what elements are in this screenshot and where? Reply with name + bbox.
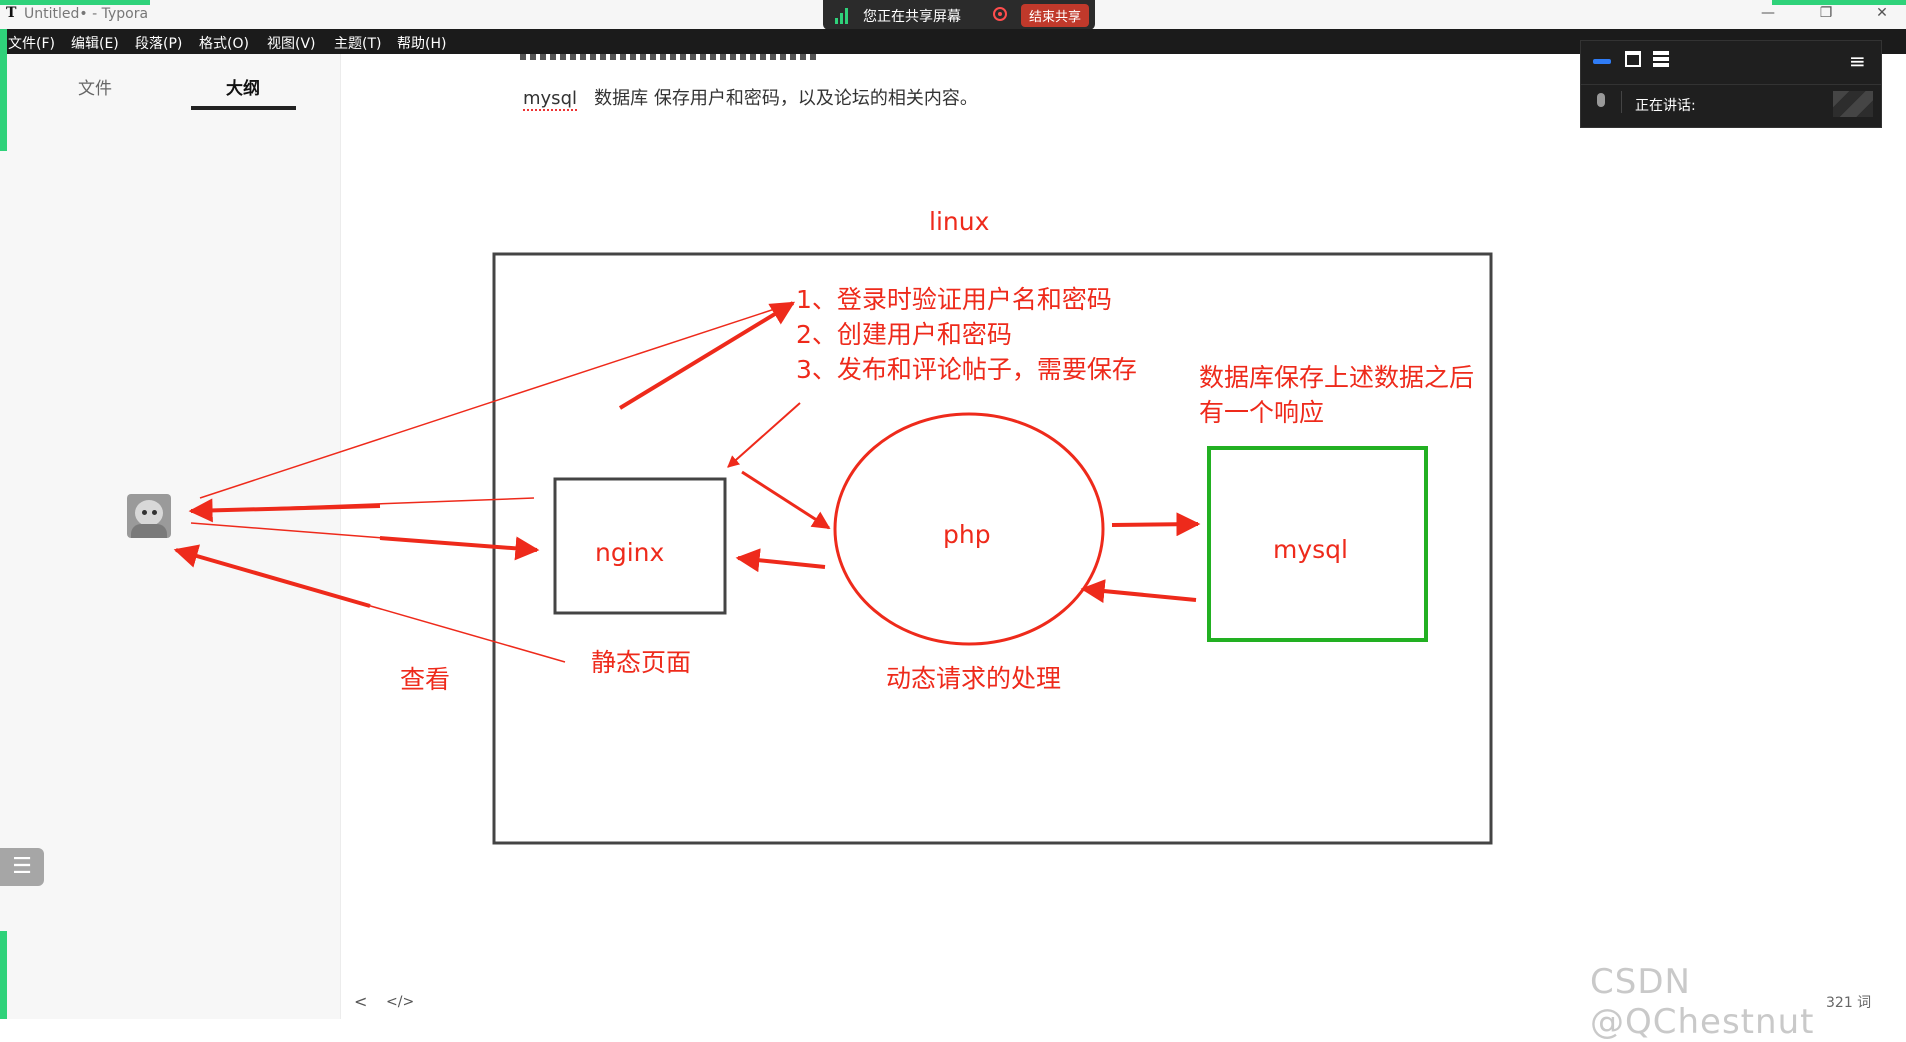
minimize-button[interactable]: — <box>1761 5 1775 21</box>
meeting-panel: ≡ 正在讲话: <box>1580 40 1882 128</box>
php-ellipse <box>833 412 1105 646</box>
typora-logo-icon: T <box>6 5 17 21</box>
mysql-keyword: mysql <box>523 88 577 111</box>
source-code-toggle[interactable]: </> <box>386 994 415 1010</box>
user-avatar <box>127 494 171 538</box>
arrow-php-to-nginx <box>735 548 826 573</box>
accent-strip <box>0 0 150 5</box>
arrow-mysql-to-php <box>1080 579 1197 604</box>
word-count[interactable]: 321 词 <box>1826 995 1872 1011</box>
arrow-nginx-to-php <box>741 470 831 530</box>
arrow-to-steps <box>618 301 796 410</box>
nginx-label: nginx <box>595 538 664 567</box>
divider <box>1621 91 1622 113</box>
end-sharing-button[interactable]: 结束共享 <box>1021 4 1090 27</box>
architecture-diagram: linux 1、登录时验证用户名和密码 2、创建用户和密码 3、发布和评论帖子，… <box>173 207 1493 845</box>
step-3-text: 3、发布和评论帖子，需要保存 <box>796 355 1137 384</box>
screen-share-bar: 您正在共享屏幕 结束共享 <box>823 0 1095 30</box>
db-note-line-1: 数据库保存上述数据之后 <box>1199 363 1474 392</box>
accent-strip <box>0 931 7 1019</box>
clipped-text-line <box>520 54 820 60</box>
php-label: php <box>943 520 991 549</box>
arrow-php-to-mysql <box>1111 512 1201 537</box>
editor-paragraph[interactable]: mysql 数据库 保存用户和密码，以及论坛的相关内容。 <box>523 84 978 111</box>
maximize-button[interactable]: ❐ <box>1819 5 1833 21</box>
mysql-description: 数据库 保存用户和密码，以及论坛的相关内容。 <box>594 88 978 109</box>
step-1-text: 1、登录时验证用户名和密码 <box>796 285 1112 314</box>
accent-strip <box>1772 0 1906 5</box>
db-note-line-2: 有一个响应 <box>1199 398 1324 427</box>
mysql-label: mysql <box>1273 535 1348 564</box>
list-layout-icon[interactable] <box>1653 51 1669 67</box>
speaker-avatar-icon <box>1833 91 1873 117</box>
accent-strip <box>0 29 7 151</box>
window-layout-icon[interactable] <box>1625 51 1641 67</box>
arrow-steps-to-nginx <box>727 402 801 468</box>
user-to-steps-thin <box>199 302 794 499</box>
static-page-label: 静态页面 <box>591 648 691 677</box>
arrow-nginx-to-user <box>188 498 381 523</box>
outline-toggle-button[interactable]: ☰ <box>0 848 44 886</box>
tab-outline[interactable]: 大纲 <box>226 79 260 99</box>
tab-files[interactable]: 文件 <box>78 79 112 99</box>
menu-edit[interactable]: 编辑(E) <box>71 36 119 52</box>
nginx-box <box>553 477 727 615</box>
menu-help[interactable]: 帮助(H) <box>397 36 447 52</box>
mysql-box <box>1207 446 1428 642</box>
back-button[interactable]: < <box>354 992 368 1011</box>
sharing-status-text: 您正在共享屏幕 <box>863 9 961 25</box>
arrow-user-to-nginx <box>379 536 540 561</box>
step-2-text: 2、创建用户和密码 <box>796 320 1012 349</box>
menu-theme[interactable]: 主题(T) <box>334 36 382 52</box>
record-icon <box>993 7 1007 21</box>
view-label: 查看 <box>400 665 450 694</box>
active-tab-indicator <box>191 106 296 110</box>
speaking-label: 正在讲话: <box>1635 98 1696 114</box>
microphone-icon <box>1597 93 1605 107</box>
menu-paragraph[interactable]: 段落(P) <box>135 36 183 52</box>
menu-format[interactable]: 格式(O) <box>199 36 249 52</box>
minimize-panel-icon[interactable] <box>1593 59 1611 64</box>
linux-label: linux <box>929 207 989 236</box>
panel-menu-icon[interactable]: ≡ <box>1849 49 1866 73</box>
dynamic-request-label: 动态请求的处理 <box>886 664 1061 693</box>
panel-divider <box>1581 84 1881 85</box>
menu-file[interactable]: 文件(F) <box>8 36 55 52</box>
menu-view[interactable]: 视图(V) <box>267 36 316 52</box>
arrow-static-to-user <box>173 544 371 608</box>
signal-bars-icon <box>835 8 851 24</box>
window-title: Untitled• - Typora <box>24 6 149 22</box>
close-button[interactable]: ✕ <box>1876 5 1888 21</box>
sidebar: 文件 大纲 ☰ <box>0 54 341 1019</box>
